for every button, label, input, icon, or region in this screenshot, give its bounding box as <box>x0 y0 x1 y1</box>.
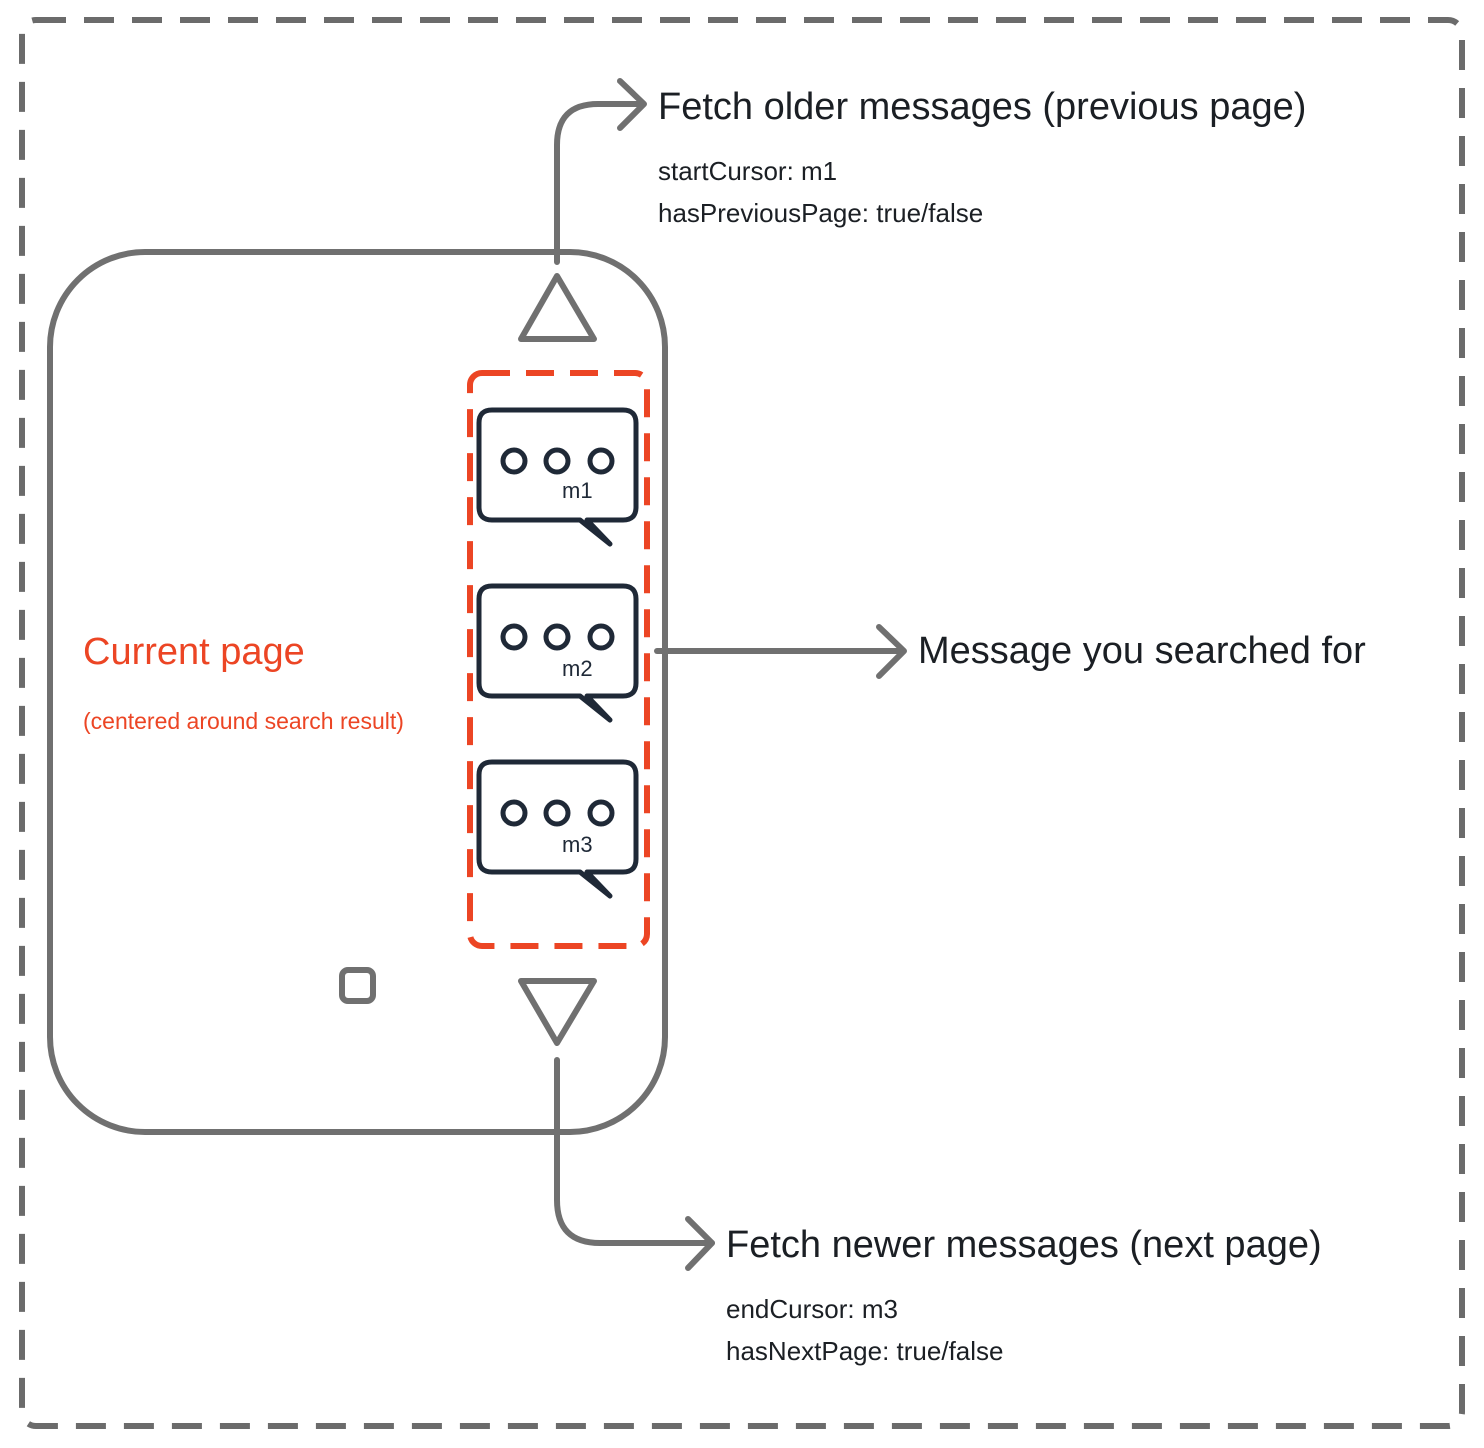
search-result-arrowhead <box>876 624 907 679</box>
message-bubble-m2 <box>476 583 639 723</box>
message-bubble-m1 <box>476 407 639 547</box>
chat-bubble-icon <box>476 759 639 899</box>
dot-icon <box>500 623 528 651</box>
chat-bubble-icon <box>476 583 639 723</box>
search-result-label: Message you searched for <box>918 630 1366 672</box>
scroll-up-arrow <box>518 273 597 342</box>
message-bubble-m3 <box>476 759 639 899</box>
message-label-m3: m3 <box>562 832 593 857</box>
has-next-page-label: hasNextPage: true/false <box>726 1336 1004 1366</box>
current-page-title: Current page <box>83 631 305 673</box>
dot-icon <box>543 799 571 827</box>
message-label-m2: m2 <box>562 656 593 681</box>
scroll-down-arrow <box>518 978 597 1046</box>
dot-icon <box>500 447 528 475</box>
has-previous-page-label: hasPreviousPage: true/false <box>658 198 984 228</box>
chat-bubble-icon <box>476 407 639 547</box>
message-label-m1: m1 <box>562 478 593 503</box>
home-button <box>339 967 376 1004</box>
previous-page-arrowhead <box>617 78 647 131</box>
search-result-window <box>467 370 650 949</box>
end-cursor-label: endCursor: m3 <box>726 1294 898 1324</box>
previous-page-connector <box>554 101 645 265</box>
dot-icon <box>500 799 528 827</box>
phone-frame <box>47 249 668 1135</box>
start-cursor-label: startCursor: m1 <box>658 156 838 186</box>
dot-icon <box>587 623 615 651</box>
next-page-arrowhead <box>685 1216 715 1271</box>
dot-icon <box>543 447 571 475</box>
next-page-connector <box>554 1057 715 1246</box>
previous-page-title: Fetch older messages (previous page) <box>658 86 1307 128</box>
dot-icon <box>587 799 615 827</box>
current-page-subtitle: (centered around search result) <box>83 708 404 734</box>
next-page-title: Fetch newer messages (next page) <box>726 1224 1322 1266</box>
outer-dashed-frame <box>19 17 1465 1429</box>
dot-icon <box>587 447 615 475</box>
dot-icon <box>543 623 571 651</box>
